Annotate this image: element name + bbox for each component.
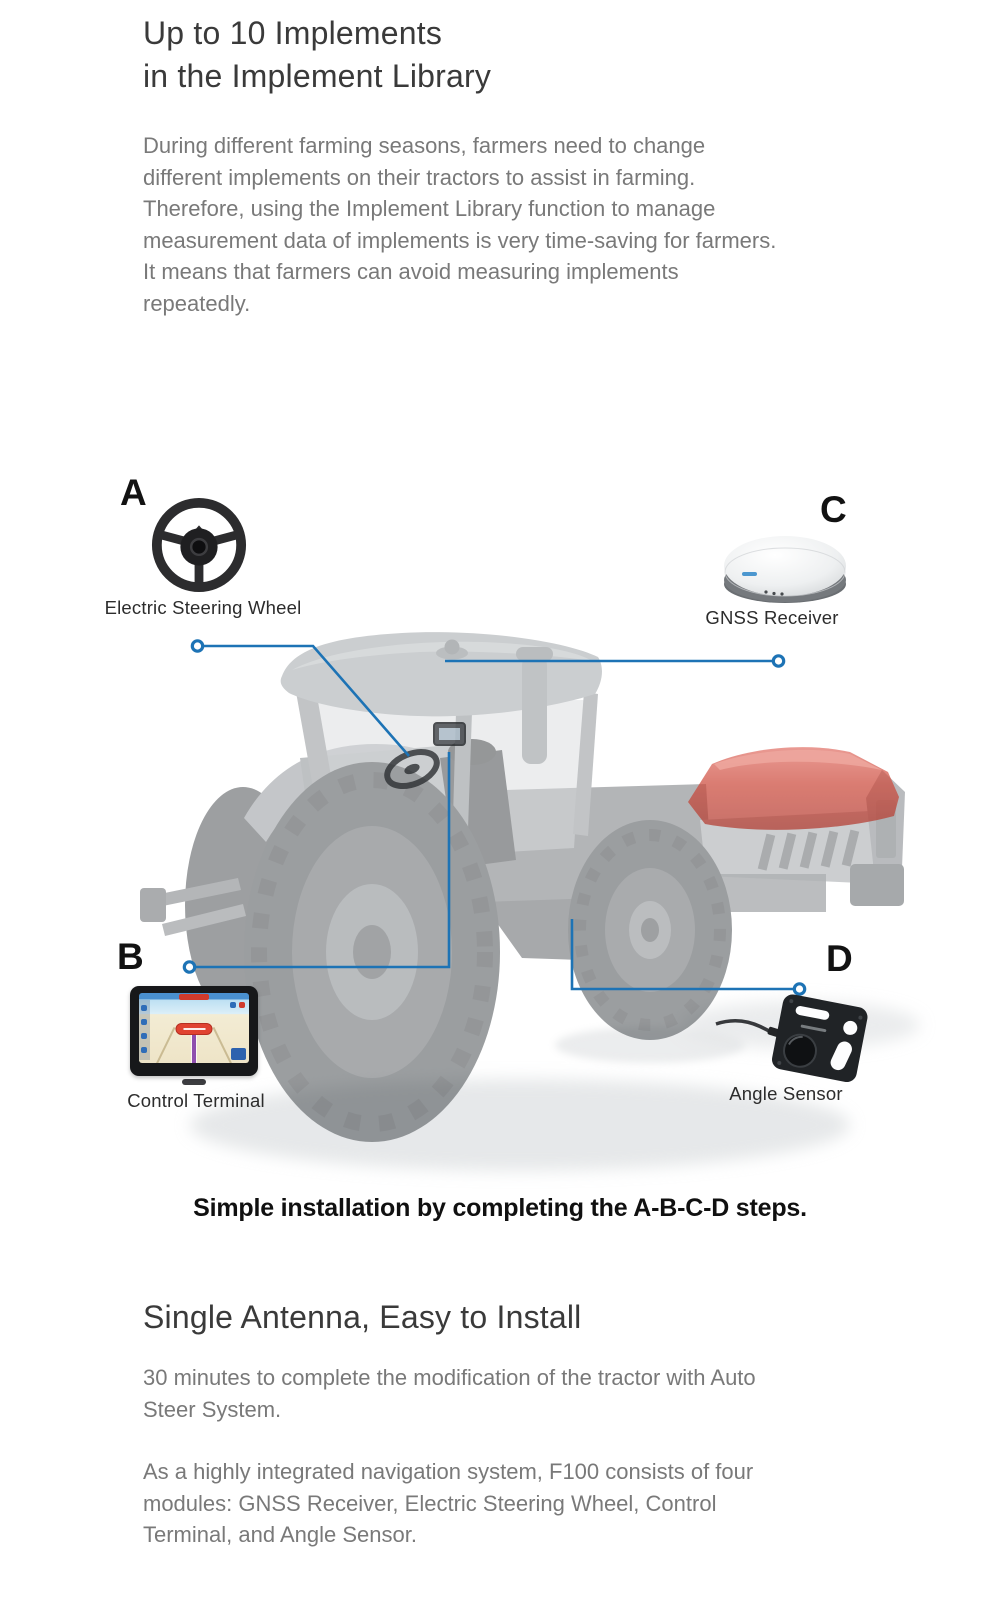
connector-node-d: [792, 982, 807, 996]
component-label-c: GNSS Receiver: [705, 607, 839, 628]
control-terminal-screen: [139, 993, 249, 1063]
connector-line-a: [203, 644, 410, 757]
tractor-ghost-illustration: [140, 632, 920, 1171]
connector-line-d: [570, 919, 794, 991]
gnss-receiver-icon: [720, 528, 850, 606]
connector-node-c: [771, 654, 786, 668]
intro-paragraph: During different farming seasons, farmer…: [143, 133, 777, 316]
steering-wheel-icon: [150, 496, 248, 594]
angle-sensor-icon: [714, 990, 870, 1086]
component-letter-c: C: [820, 489, 847, 530]
component-label-b: Control Terminal: [127, 1090, 265, 1111]
connector-node-a: [190, 639, 205, 653]
component-label-a: Electric Steering Wheel: [104, 597, 302, 618]
component-letter-d: D: [826, 938, 853, 979]
connector-line-b: [195, 752, 451, 969]
intro-title: Up to 10 Implements in the Implement Lib…: [143, 15, 492, 94]
component-letter-b: B: [117, 936, 144, 977]
tractor-red-hood: [688, 747, 899, 830]
component-letter-a: A: [120, 472, 147, 513]
connector-lines: [182, 639, 807, 996]
component-label-d: Angle Sensor: [729, 1083, 843, 1104]
install-paragraph-1: 30 minutes to complete the modification …: [143, 1365, 756, 1422]
cab-display-and-wheel: [384, 722, 466, 789]
install-title: Single Antenna, Easy to Install: [143, 1299, 582, 1335]
control-terminal-icon: [130, 986, 258, 1085]
connector-node-b: [182, 960, 197, 974]
install-paragraph-2: As a highly integrated navigation system…: [143, 1459, 754, 1547]
steps-caption: Simple installation by completing the A-…: [193, 1194, 807, 1222]
gnss-brand-mark: [742, 572, 757, 576]
